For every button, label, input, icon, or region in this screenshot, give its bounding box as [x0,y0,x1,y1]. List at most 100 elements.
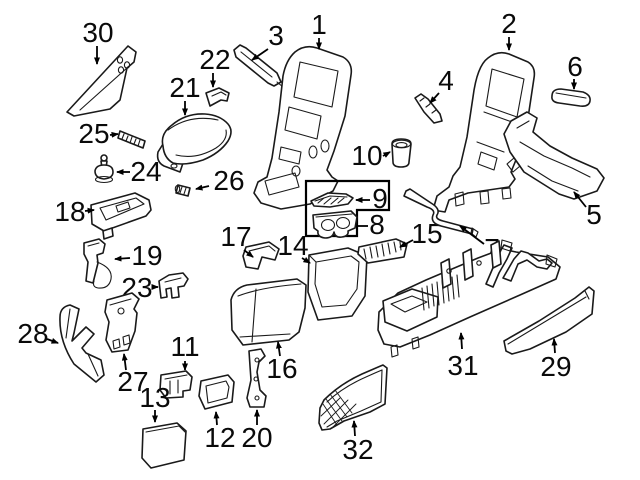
part-26: 26 [174,165,245,197]
callout-20[interactable]: 20 [241,422,272,453]
part-27-shape [104,292,140,353]
part-14-leader-arrow [301,257,311,264]
part-22: 22 [199,44,231,107]
callout-14[interactable]: 14 [277,230,308,261]
part-12-shape [198,374,235,410]
callout-26[interactable]: 26 [213,165,244,196]
callout-19[interactable]: 19 [131,240,162,271]
part-6: 6 [551,51,591,107]
part-17-shape [242,241,280,270]
callout-10[interactable]: 10 [351,140,382,171]
part-7-shape [403,188,474,235]
part-31: 31 [377,239,561,381]
part-26-shape [175,184,191,197]
callout-5[interactable]: 5 [586,199,602,230]
part-28: 28 [17,304,105,383]
part-25-leader-arrow [109,131,119,138]
callout-31[interactable]: 31 [447,350,478,381]
part-11: 11 [159,331,200,399]
part-19-leader-arrow [114,255,131,262]
part-1-shape [253,45,353,210]
part-5-shape [503,111,605,200]
part-12: 12 [198,374,236,453]
callout-24[interactable]: 24 [130,156,161,187]
part-7-leader-arrow [459,225,485,245]
part-6-shape [551,88,591,107]
part-10-leader-arrow [382,151,391,158]
part-19: 19 [83,238,163,289]
part-20-shape [246,348,267,408]
part-12-leader-arrow [213,411,220,426]
part-5-leader-arrow [573,191,587,208]
callout-12[interactable]: 12 [204,422,235,453]
part-21: 21 [156,72,232,173]
part-4: 4 [414,65,454,124]
part-19-shape [83,238,106,284]
part-13: 13 [139,382,187,469]
part-20: 20 [241,348,273,453]
part-30: 30 [66,17,137,117]
callout-21[interactable]: 21 [169,72,200,103]
part-30-shape [66,45,137,117]
part-14: 14 [277,230,368,321]
callout-1[interactable]: 1 [311,9,327,40]
callout-11[interactable]: 11 [170,331,199,362]
part-26-leader-arrow [195,184,210,191]
part-15-leader-arrow [399,239,414,248]
part-3-leader-arrow [251,48,269,61]
part-23-shape [158,272,189,299]
callout-3[interactable]: 3 [268,20,284,51]
insert-box-group: 9 8 [304,179,391,240]
part-24: 24 [94,154,162,187]
part-18: 18 [54,192,152,240]
part-22-shape [205,87,230,107]
callout-27[interactable]: 27 [117,366,148,397]
part-1: 1 [253,9,353,210]
part-32-shape [318,364,388,431]
insert-box [304,179,391,238]
part-16: 16 [230,278,307,384]
part-29-shape [503,286,595,355]
part-24-shape [100,154,108,162]
part-27-leader-arrow [121,353,128,371]
part-4-shape [414,93,443,124]
part-16-shape [230,278,307,346]
callout-22[interactable]: 22 [199,44,230,75]
callout-8[interactable]: 8 [369,209,385,240]
part-3: 3 [233,20,284,88]
callout-17[interactable]: 17 [220,221,251,252]
part-28-leader-arrow [46,337,59,344]
callout-32[interactable]: 32 [342,434,373,465]
part-32-leader-arrow [351,420,358,437]
part-29-leader-arrow [551,338,558,354]
part-18-leader-arrow [84,207,95,214]
callout-4[interactable]: 4 [438,65,454,96]
part-32: 32 [318,364,388,465]
part-10: 10 [351,138,412,171]
part-14-shape [307,247,368,321]
part-2: 2 [432,8,536,213]
part-18-shape [90,192,152,232]
callout-13[interactable]: 13 [139,382,170,413]
part-29: 29 [503,286,595,382]
callout-18[interactable]: 18 [54,196,85,227]
part-17: 17 [220,221,280,270]
part-17-leader-arrow [243,249,254,258]
part-27: 27 [104,292,149,397]
callout-25[interactable]: 25 [78,118,109,149]
part-5: 5 [503,111,605,230]
part-4-leader-arrow [429,92,440,104]
part-10-shape [391,138,412,168]
callout-9[interactable]: 9 [372,183,388,214]
callout-2[interactable]: 2 [501,8,517,39]
part-13-shape [141,422,187,469]
callout-29[interactable]: 29 [540,351,571,382]
callout-30[interactable]: 30 [82,17,113,48]
part-16-leader-arrow [275,341,282,357]
part-11-shape [159,370,193,399]
part-31-leader-arrow [458,332,465,350]
callout-16[interactable]: 16 [266,353,297,384]
callout-28[interactable]: 28 [17,318,48,349]
callout-6[interactable]: 6 [567,51,583,82]
